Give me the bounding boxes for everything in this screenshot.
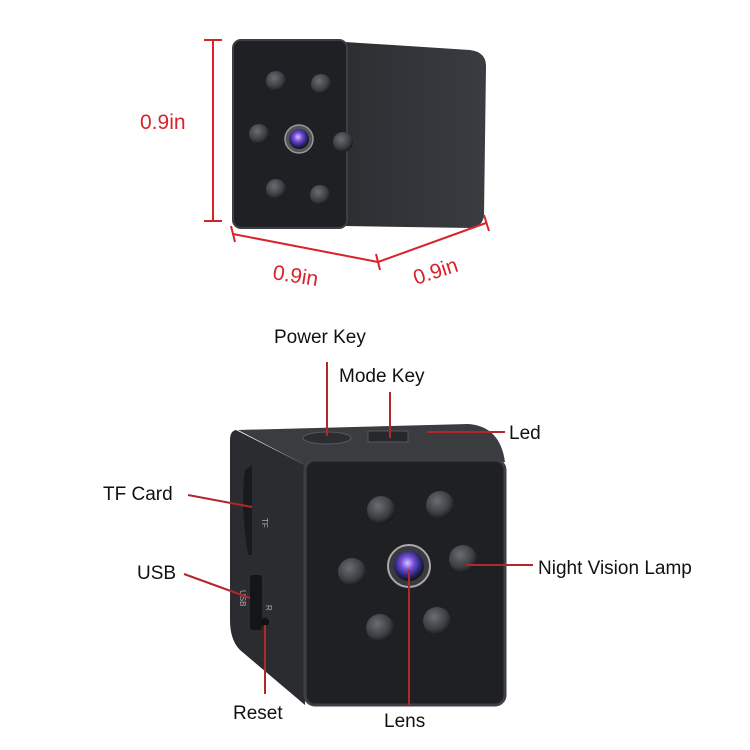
- height-dimension: 0.9in: [140, 111, 186, 134]
- dimension-lines: [204, 39, 490, 271]
- led-group: [338, 491, 477, 642]
- bottom-cube: TF USB R: [230, 424, 507, 707]
- mode-key-label: Mode Key: [339, 366, 425, 387]
- night-vision-led: [338, 558, 366, 586]
- usb-port-label: USB: [238, 590, 247, 606]
- depth-dimension: 0.9in: [410, 254, 460, 290]
- led-group: [249, 71, 353, 205]
- power-key-label: Power Key: [274, 327, 366, 348]
- cube-left-face: [230, 430, 305, 705]
- top-cube: [232, 39, 486, 229]
- tf-card-label: TF Card: [103, 484, 173, 505]
- cube-top-face: [238, 424, 505, 465]
- cube-side-face: [345, 42, 486, 228]
- night-vision-led: [311, 74, 331, 94]
- reset-hole: [261, 618, 269, 626]
- night-vision-led: [366, 614, 394, 642]
- night-vision-led: [266, 71, 286, 91]
- night-vision-led: [426, 491, 454, 519]
- night-vision-led: [449, 545, 477, 573]
- night-vision-led: [367, 496, 395, 524]
- mode-key-button: [367, 430, 409, 443]
- night-vision-led: [310, 185, 330, 205]
- night-vision-led: [249, 124, 269, 144]
- tf-card-slot: [243, 465, 252, 555]
- lens: [394, 551, 424, 581]
- usb-label: USB: [137, 563, 176, 584]
- night-vision-led: [266, 179, 286, 199]
- night-vision-led: [333, 132, 353, 152]
- night-vision-led: [423, 607, 451, 635]
- leader-lines: [183, 362, 533, 705]
- led-label: Led: [509, 423, 541, 444]
- width-dimension: 0.9in: [271, 261, 320, 291]
- reset-port-label: R: [264, 605, 273, 611]
- night-vision-lamp-label: Night Vision Lamp: [538, 558, 692, 579]
- lens-label: Lens: [384, 711, 425, 732]
- lens: [289, 129, 309, 149]
- usb-port: [250, 575, 262, 630]
- tf-port-label: TF: [260, 518, 269, 528]
- reset-label: Reset: [233, 703, 283, 724]
